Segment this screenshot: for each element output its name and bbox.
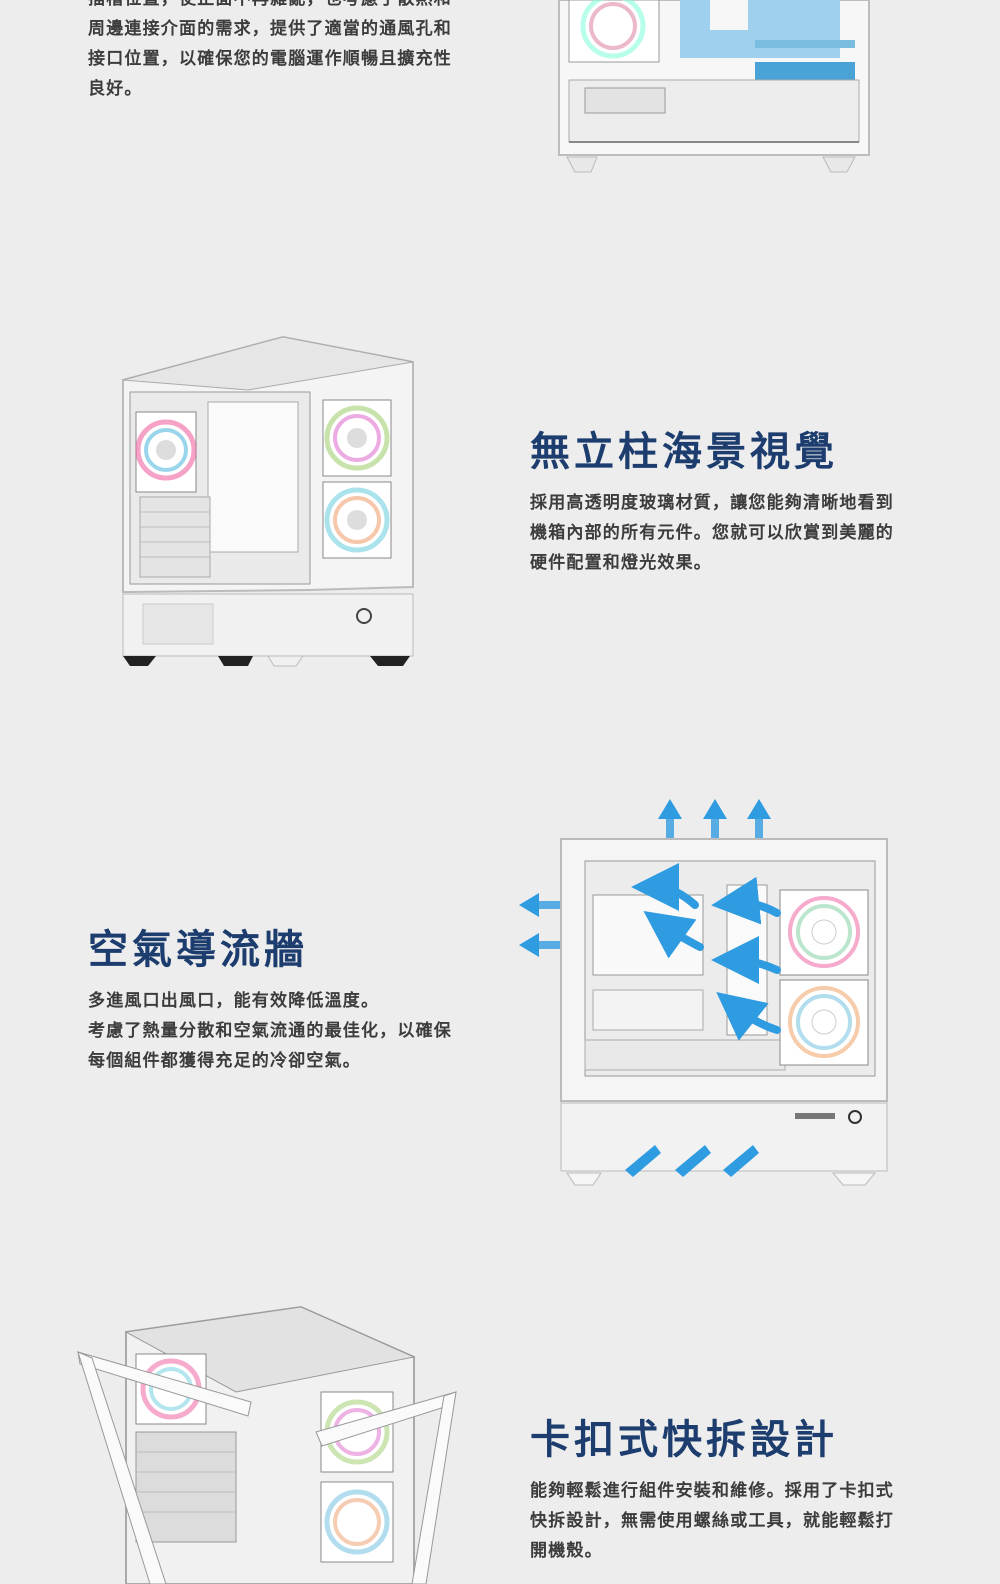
feature-line: 採用高透明度玻璃材質，讓您能夠清晰地看到	[530, 493, 894, 513]
feature-line: 多進風口出風口，能有效降低溫度。	[88, 991, 380, 1011]
intro-line: 插槽位置，使正面不再雜亂，也考慮了散熱和	[88, 0, 452, 14]
intro-line: 周邊連接介面的需求，提供了適當的通風孔和	[88, 19, 452, 39]
feature-line: 每個組件都獲得充足的冷卻空氣。	[88, 1051, 361, 1071]
feature-panoramic-view: 無立柱海景視覺 採用高透明度玻璃材質，讓您能夠清晰地看到 機箱內部的所有元件。您…	[530, 430, 894, 578]
feature-line: 快拆設計，無需使用螺絲或工具，就能輕鬆打	[530, 1511, 894, 1531]
feature-line: 開機殼。	[530, 1541, 603, 1561]
case-airflow-image	[519, 799, 888, 1186]
intro-line: 接口位置，以確保您的電腦運作順暢且擴充性	[88, 49, 452, 69]
exhaust-arrows-rear	[519, 893, 565, 957]
case-interior-image-top	[558, 0, 870, 173]
feature-line: 考慮了熱量分散和空氣流通的最佳化，以確保	[88, 1021, 452, 1041]
feature-title: 空氣導流牆	[88, 927, 308, 973]
feature-title: 卡扣式快拆設計	[530, 1417, 838, 1463]
case-panoramic-image	[122, 335, 414, 667]
feature-quick-release: 卡扣式快拆設計 能夠輕鬆進行組件安裝和維修。採用了卡扣式 快拆設計，無需使用螺絲…	[530, 1418, 894, 1566]
feature-line: 能夠輕鬆進行組件安裝和維修。採用了卡扣式	[530, 1481, 894, 1501]
intro-text: 插槽位置，使正面不再雜亂，也考慮了散熱和 周邊連接介面的需求，提供了適當的通風孔…	[88, 0, 452, 104]
intro-line: 良好。	[88, 79, 143, 99]
feature-line: 機箱內部的所有元件。您就可以欣賞到美麗的	[530, 523, 894, 543]
exhaust-arrows-top	[658, 799, 771, 842]
case-quick-release-image	[77, 1305, 457, 1584]
feature-airflow-wall: 空氣導流牆 多進風口出風口，能有效降低溫度。 考慮了熱量分散和空氣流通的最佳化，…	[88, 928, 452, 1076]
feature-title: 無立柱海景視覺	[530, 429, 838, 475]
internal-airflow-arrows	[631, 863, 781, 1041]
feature-line: 硬件配置和燈光效果。	[530, 553, 712, 573]
intake-arrows-bottom	[625, 1145, 759, 1177]
